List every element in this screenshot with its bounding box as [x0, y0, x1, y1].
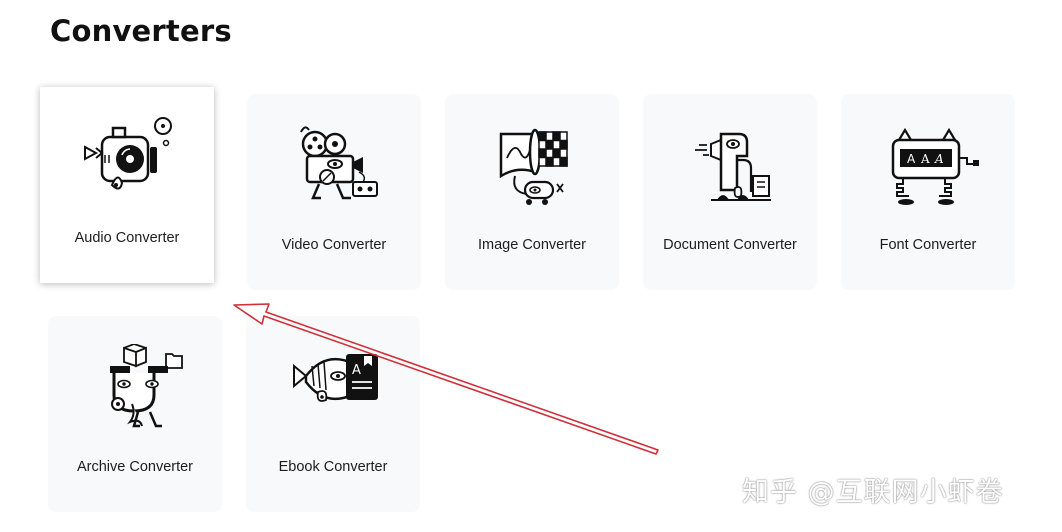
audio-converter-icon: [72, 115, 182, 205]
video-converter-card[interactable]: Video Converter: [247, 94, 421, 290]
video-converter-icon: [279, 122, 389, 212]
font-converter-icon: A A A: [873, 122, 983, 212]
ebook-converter-card[interactable]: A Ebook Converter: [246, 316, 420, 512]
archive-converter-label: Archive Converter: [76, 459, 194, 475]
ebook-converter-icon: A: [278, 344, 388, 434]
font-icon-glyph: A: [907, 152, 916, 166]
video-converter-label: Video Converter: [281, 237, 387, 253]
document-converter-card[interactable]: Document Converter: [643, 94, 817, 290]
ebook-converter-label: Ebook Converter: [278, 459, 388, 475]
watermark-text: 知乎 @互联网小虾卷: [742, 477, 1004, 508]
page-title: Converters: [50, 14, 232, 48]
image-converter-card[interactable]: Image Converter: [445, 94, 619, 290]
image-converter-label: Image Converter: [478, 237, 586, 253]
image-converter-icon: [477, 122, 587, 212]
document-converter-icon: [675, 122, 785, 212]
font-icon-glyph: A: [934, 152, 944, 166]
ebook-icon-glyph: A: [352, 363, 361, 378]
audio-converter-label: Audio Converter: [74, 230, 180, 246]
font-converter-label: Font Converter: [879, 237, 977, 253]
audio-converter-card[interactable]: Audio Converter: [40, 87, 214, 283]
font-converter-card[interactable]: A A A Font Converter: [841, 94, 1015, 290]
font-icon-glyph: A: [920, 152, 930, 166]
archive-converter-icon: [80, 344, 190, 434]
archive-converter-card[interactable]: Archive Converter: [48, 316, 222, 512]
document-converter-label: Document Converter: [663, 237, 797, 253]
